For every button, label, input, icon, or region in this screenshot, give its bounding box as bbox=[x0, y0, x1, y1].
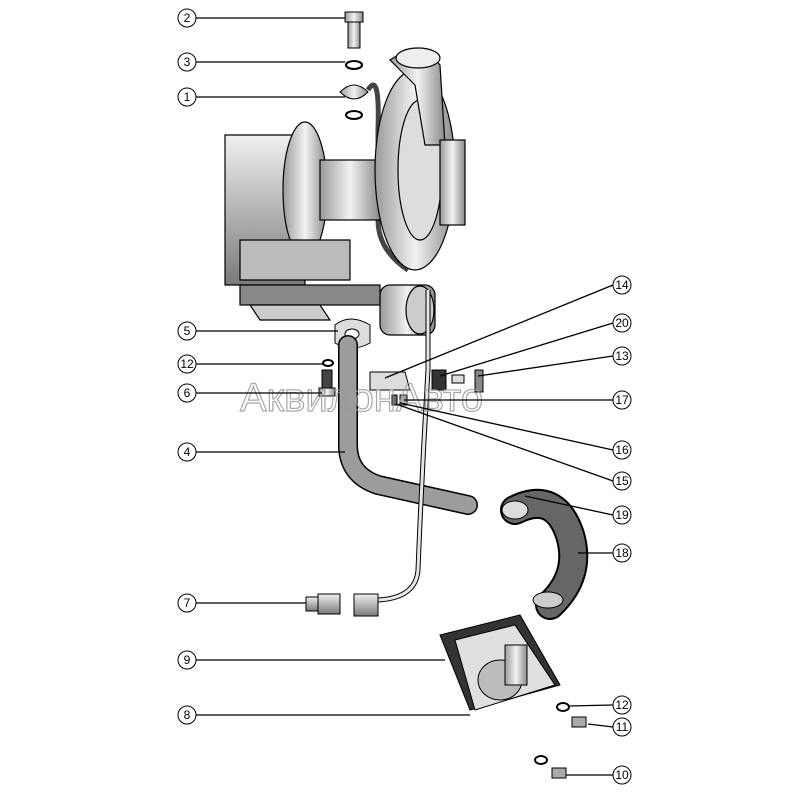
callout-number: 9 bbox=[184, 653, 191, 667]
callout-circle bbox=[177, 354, 197, 374]
callout-number: 11 bbox=[616, 720, 629, 734]
clamp-bolt bbox=[451, 374, 465, 384]
callout-19: 19 bbox=[524, 495, 632, 525]
adapter-fitting bbox=[305, 593, 379, 617]
callout-number: 20 bbox=[615, 316, 629, 330]
oil-feed-pipe bbox=[377, 290, 431, 603]
callout-16: 16 bbox=[399, 402, 632, 460]
callout-circle bbox=[612, 390, 632, 410]
callout-7: 7 bbox=[177, 593, 306, 613]
callout-circle bbox=[177, 8, 197, 28]
callout-number: 13 bbox=[615, 349, 629, 363]
callout-number: 19 bbox=[615, 508, 629, 522]
bracket bbox=[369, 371, 411, 391]
bolt bbox=[571, 716, 587, 728]
callout-circle bbox=[612, 505, 632, 525]
callout-5: 5 bbox=[177, 321, 338, 341]
callout-6: 6 bbox=[177, 383, 322, 403]
callout-circle bbox=[612, 765, 632, 785]
callout-number: 15 bbox=[615, 474, 629, 488]
callout-circle bbox=[612, 717, 632, 737]
callout-number: 12 bbox=[180, 357, 194, 371]
callout-circle bbox=[612, 695, 632, 715]
leader-line bbox=[395, 403, 614, 482]
callout-number: 12 bbox=[615, 698, 629, 712]
callout-1: 1 bbox=[177, 87, 345, 107]
leader-line bbox=[567, 704, 614, 707]
callout-circle bbox=[612, 543, 632, 563]
callout-circle bbox=[177, 52, 197, 72]
callout-18: 18 bbox=[578, 543, 632, 563]
callout-12: 12 bbox=[567, 695, 632, 715]
callout-number: 1 bbox=[184, 90, 191, 104]
callout-circle bbox=[177, 383, 197, 403]
callout-3: 3 bbox=[177, 52, 345, 72]
callout-number: 6 bbox=[184, 386, 191, 400]
callout-20: 20 bbox=[439, 313, 632, 377]
callout-2: 2 bbox=[177, 8, 345, 28]
leader-line bbox=[399, 402, 614, 451]
callout-circle bbox=[177, 321, 197, 341]
callout-number: 16 bbox=[615, 443, 629, 457]
oil-feed-banjo-fitting bbox=[339, 84, 369, 100]
callout-10: 10 bbox=[566, 765, 632, 785]
callout-12: 12 bbox=[177, 354, 324, 374]
callout-number: 2 bbox=[184, 11, 191, 25]
callout-13: 13 bbox=[477, 346, 632, 377]
washer bbox=[556, 702, 570, 712]
callout-circle bbox=[612, 471, 632, 491]
callout-8: 8 bbox=[177, 705, 470, 725]
callout-17: 17 bbox=[404, 390, 632, 410]
callout-circle bbox=[612, 275, 632, 295]
leader-line bbox=[477, 355, 614, 377]
drain-plug bbox=[551, 767, 567, 779]
callout-9: 9 bbox=[177, 650, 445, 670]
clamp-plate bbox=[474, 369, 484, 393]
callout-number: 7 bbox=[184, 596, 191, 610]
callout-11: 11 bbox=[587, 717, 632, 737]
callout-14: 14 bbox=[384, 275, 632, 379]
callout-number: 14 bbox=[615, 278, 629, 292]
nut bbox=[391, 394, 398, 406]
turbocharger bbox=[224, 47, 466, 336]
leader-line bbox=[524, 495, 614, 516]
callout-number: 8 bbox=[184, 708, 191, 722]
callout-number: 10 bbox=[615, 768, 629, 782]
callout-circle bbox=[177, 87, 197, 107]
callout-4: 4 bbox=[177, 442, 345, 462]
leader-line bbox=[384, 284, 614, 379]
callout-circle bbox=[177, 593, 197, 613]
callout-circle bbox=[612, 313, 632, 333]
callout-number: 5 bbox=[184, 324, 191, 338]
callout-number: 17 bbox=[615, 393, 629, 407]
washer bbox=[534, 755, 548, 765]
callout-number: 3 bbox=[184, 55, 191, 69]
leader-line bbox=[439, 322, 614, 377]
callout-circle bbox=[612, 440, 632, 460]
washer bbox=[322, 359, 334, 367]
callout-number: 4 bbox=[184, 445, 191, 459]
callout-circle bbox=[177, 650, 197, 670]
leader-line bbox=[587, 723, 614, 728]
callout-circle bbox=[612, 346, 632, 366]
callout-number: 18 bbox=[615, 546, 629, 560]
callout-15: 15 bbox=[395, 403, 632, 491]
callout-circle bbox=[177, 705, 197, 725]
callout-circle bbox=[177, 442, 197, 462]
hose-clamp bbox=[501, 500, 529, 520]
washer bbox=[345, 60, 363, 70]
washer bbox=[345, 110, 363, 120]
banjo-bolt bbox=[344, 11, 364, 49]
